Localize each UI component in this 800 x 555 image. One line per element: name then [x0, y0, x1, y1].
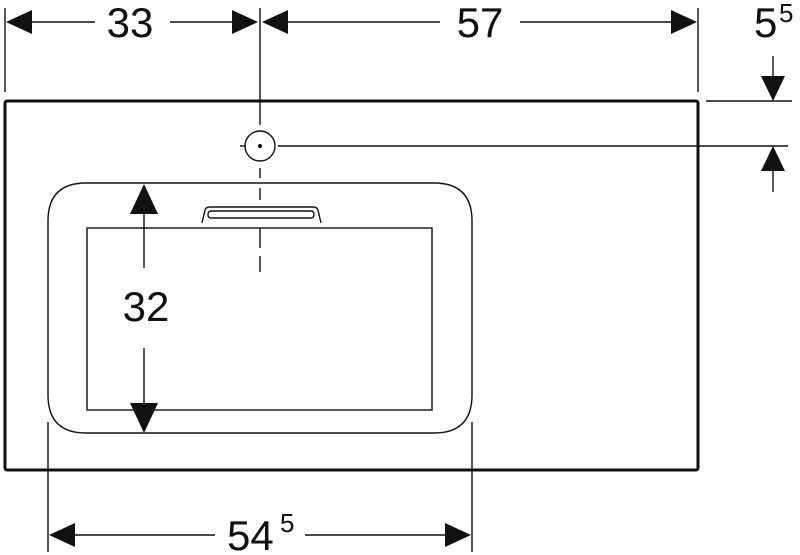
arrow-basin-depth-up [130, 184, 158, 214]
arrow-left-width-right [232, 10, 258, 34]
arrow-tap-offset-up [761, 146, 785, 171]
overflow-slot-opening [207, 210, 315, 219]
dim-label-left-width: 33 [107, 0, 154, 46]
arrow-basin-width-left [49, 523, 75, 547]
dim-label-basin-width: 54 [227, 512, 274, 555]
dim-label-tap-offset-sup: 5 [779, 0, 793, 28]
basin-outer-rim [47, 182, 473, 434]
dim-label-basin-depth: 32 [123, 283, 170, 330]
overflow-slot [201, 206, 322, 224]
arrow-basin-depth-down [130, 403, 158, 433]
arrow-right-width-left [262, 10, 288, 34]
dim-label-basin-width-sup: 5 [280, 508, 294, 538]
arrow-left-width-left [6, 10, 32, 34]
dim-label-tap-offset: 5 [754, 0, 777, 46]
arrow-right-width-right [671, 10, 697, 34]
dim-label-right-width: 57 [457, 0, 504, 46]
arrow-tap-offset-down [761, 76, 785, 101]
countertop-outline [3, 99, 700, 472]
tap-hole-center [258, 144, 262, 148]
arrow-basin-width-right [445, 523, 471, 547]
